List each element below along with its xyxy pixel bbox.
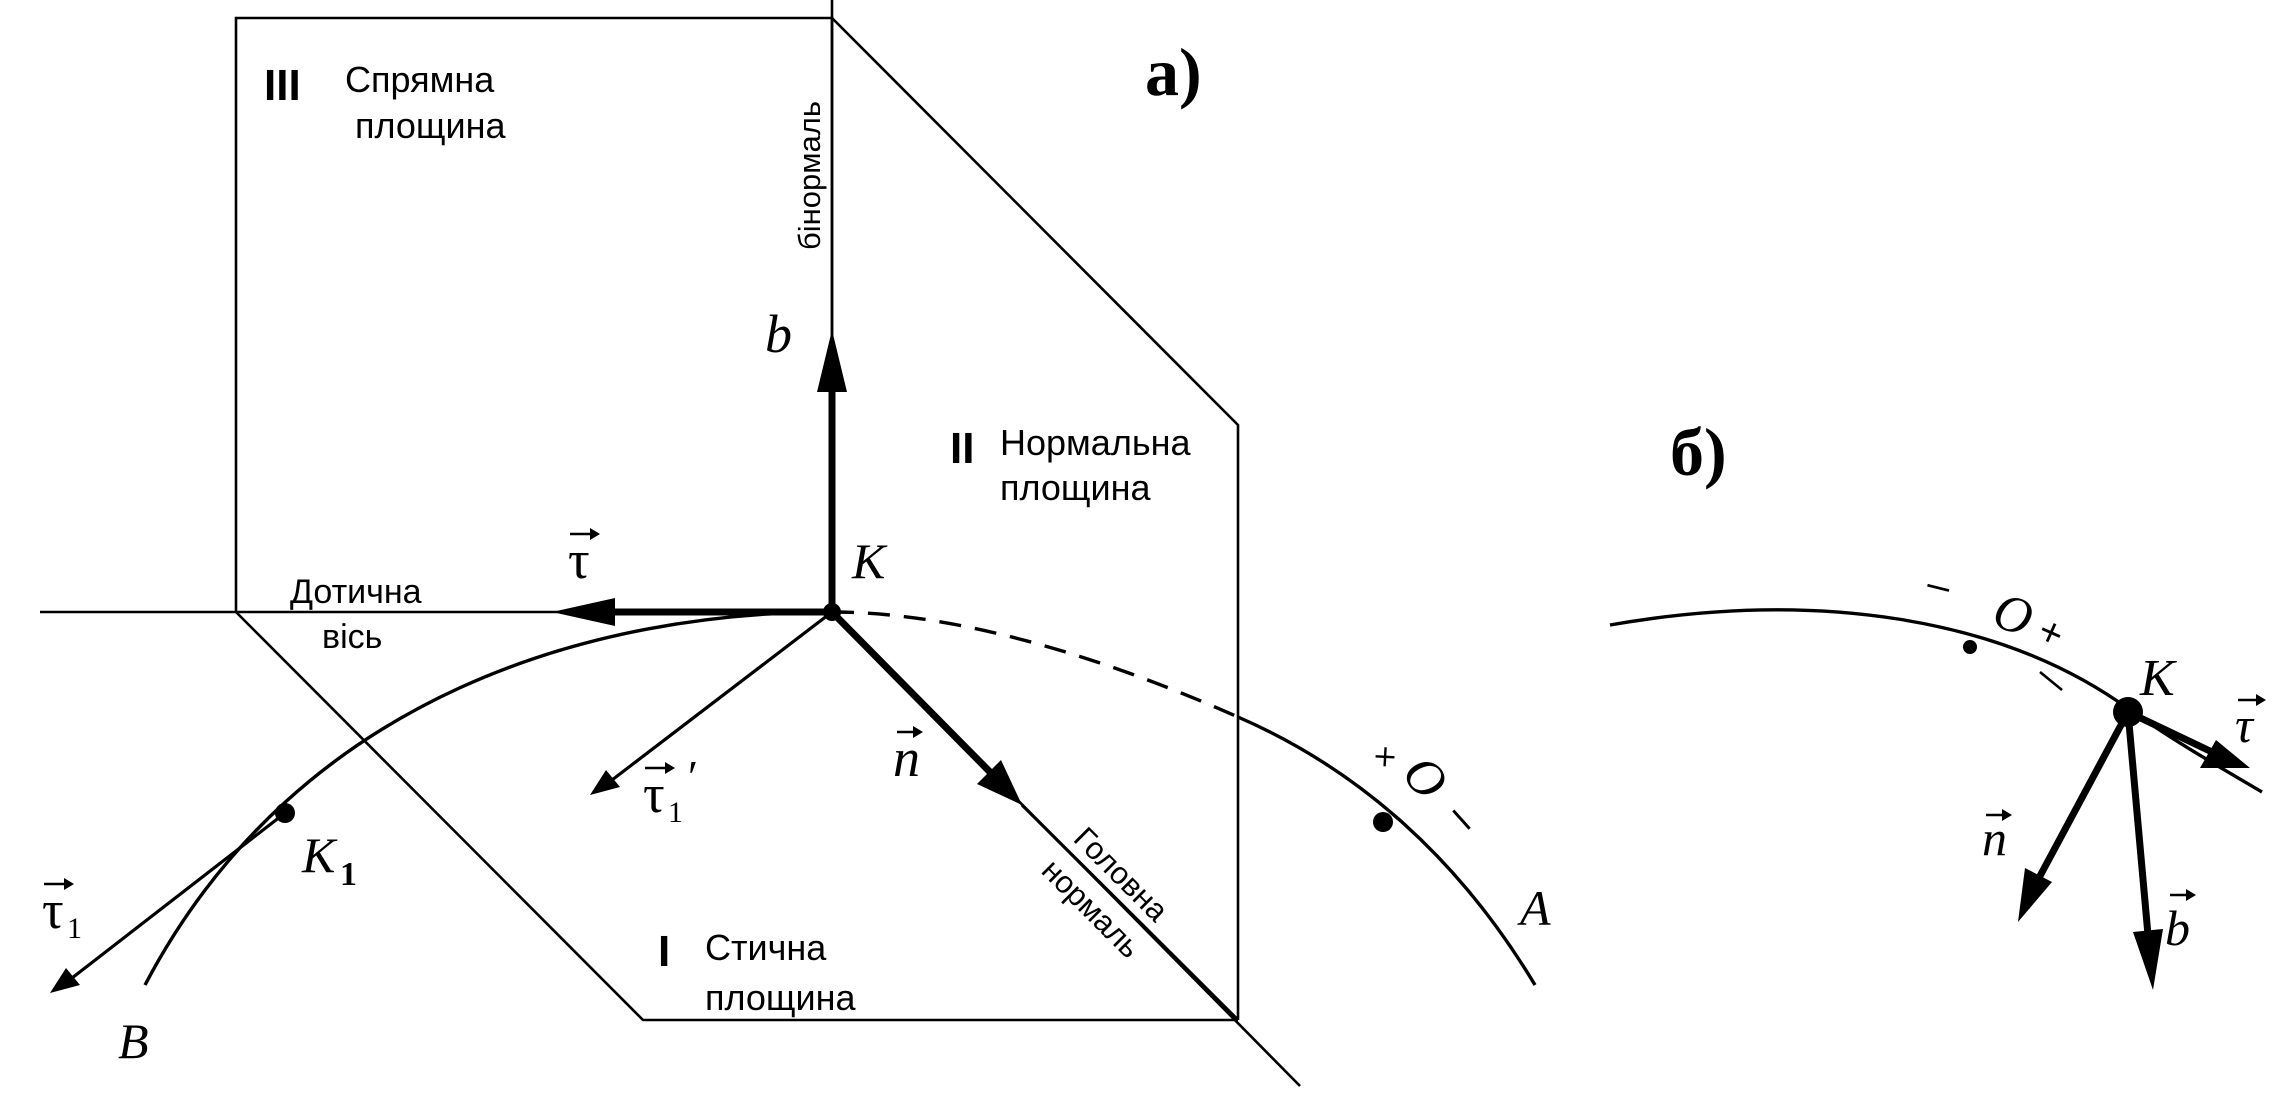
tangent-axis-label-line1: Дотична [290,573,422,611]
origin-a-minus: – [1438,792,1491,843]
vector-b-label: b [765,304,792,364]
origin-b-letter: O [1986,582,2039,648]
label-vector-b: b [765,304,792,364]
normal-plane-outline [831,17,1240,1020]
binormal-axis-label: бінормаль [792,101,827,250]
label-vector-tau: τ [568,528,600,590]
label-vector-tau1: τ 1 [42,878,82,945]
point-K1-label: K [301,827,338,883]
vector-b-b-arrowhead [2133,929,2163,990]
vector-tau1-shaft [71,811,286,980]
point-B-label: B [118,1013,149,1069]
origin-b-minus: – [1923,561,1956,609]
vector-n-label: n [893,728,920,788]
vector-tau-label: τ [568,530,590,590]
rectifying-plane-label-line1: Спрямна [345,59,495,100]
point-K [823,603,841,621]
origin-a-cross: × [1364,737,1406,777]
osculating-plane-label-line1: Стична [705,927,827,968]
vector-n-shaft [829,609,993,775]
point-K1-subscript: 1 [340,856,357,893]
vector-n-b-label-arrowhead-icon [2002,809,2012,821]
curve-b-tick [2039,670,2063,692]
normal-plane-numeral: II [950,424,974,473]
vector-tau-b-arrowhead [2200,740,2250,768]
vector-b-arrowhead [817,330,847,392]
label-vector-b-b: b [2165,889,2196,956]
panel-a-label: а) [1145,34,1202,110]
principal-normal-thick-segment [1020,803,1240,1022]
tangent-axis-label-line2: вісь [322,618,382,656]
origin-b-plus: + [2031,608,2070,658]
vector-n-arrowhead [977,760,1022,805]
normal-plane-label-line1: Нормальна [1000,422,1191,463]
vector-tau1-prime-label-arrowhead-icon [665,762,675,774]
osculating-plane-numeral: I [658,927,670,976]
vector-tau1-prime-arrowhead [590,770,620,795]
panel-b: б) K – O + τ n [1609,414,2266,990]
vector-tau-b-shaft [2126,708,2214,756]
vector-tau-label-arrowhead-icon [590,528,600,540]
point-K-b-label: K [2139,650,2177,707]
point-K-label: K [851,533,888,589]
vector-tau1-prime-label: τ [643,764,665,824]
vector-tau-b-label-arrowhead-icon [2256,694,2266,706]
vector-b-b-label-arrowhead-icon [2186,889,2196,901]
osculating-plane-label-line2: площина [705,977,857,1018]
vector-tau1-label: τ [42,880,64,940]
label-vector-n: n [893,726,923,788]
rectifying-plane-outline [234,16,834,612]
vector-tau-arrowhead [552,598,615,626]
vector-tau1-prime-shaft [611,610,833,782]
vector-b-b-shaft [2124,711,2152,936]
trajectory-curve-left [143,610,833,986]
vector-tau1-prime-mark: ′ [688,751,698,802]
point-origin-b [1963,640,1977,654]
trajectory-curve-right [1237,715,1537,986]
panel-a: а) III Спрямна площина II Нормальна площ… [40,0,1551,1087]
point-K1 [275,803,295,823]
vector-n-b-shaft [2036,710,2132,878]
rectifying-plane-numeral: III [264,61,301,110]
panel-b-label: б) [1670,414,1727,490]
vector-n-b-arrowhead [2018,868,2052,922]
label-vector-tau1-prime: τ 1 ′ [643,751,698,829]
point-A-label: A [1517,880,1551,936]
point-K-b [2113,697,2143,727]
normal-plane-label-line2: площина [1000,467,1152,508]
point-origin-a [1373,812,1393,832]
vector-tau1-label-arrowhead-icon [64,878,74,890]
vector-tau1-subscript: 1 [67,912,82,945]
vector-tau1-arrowhead [50,968,80,993]
vector-n-label-arrowhead-icon [913,726,923,738]
trajectory-curve-hidden [831,610,1239,719]
osculating-plane-outline [235,611,1238,1022]
label-vector-n-b: n [1982,809,2012,866]
label-vector-tau-b: τ [2235,694,2266,753]
vector-tau1-prime-subscript: 1 [668,796,683,829]
vector-b-b-label: b [2165,900,2190,956]
rectifying-plane-label-line2: площина [355,105,507,146]
vector-tau-b-label: τ [2235,697,2255,753]
